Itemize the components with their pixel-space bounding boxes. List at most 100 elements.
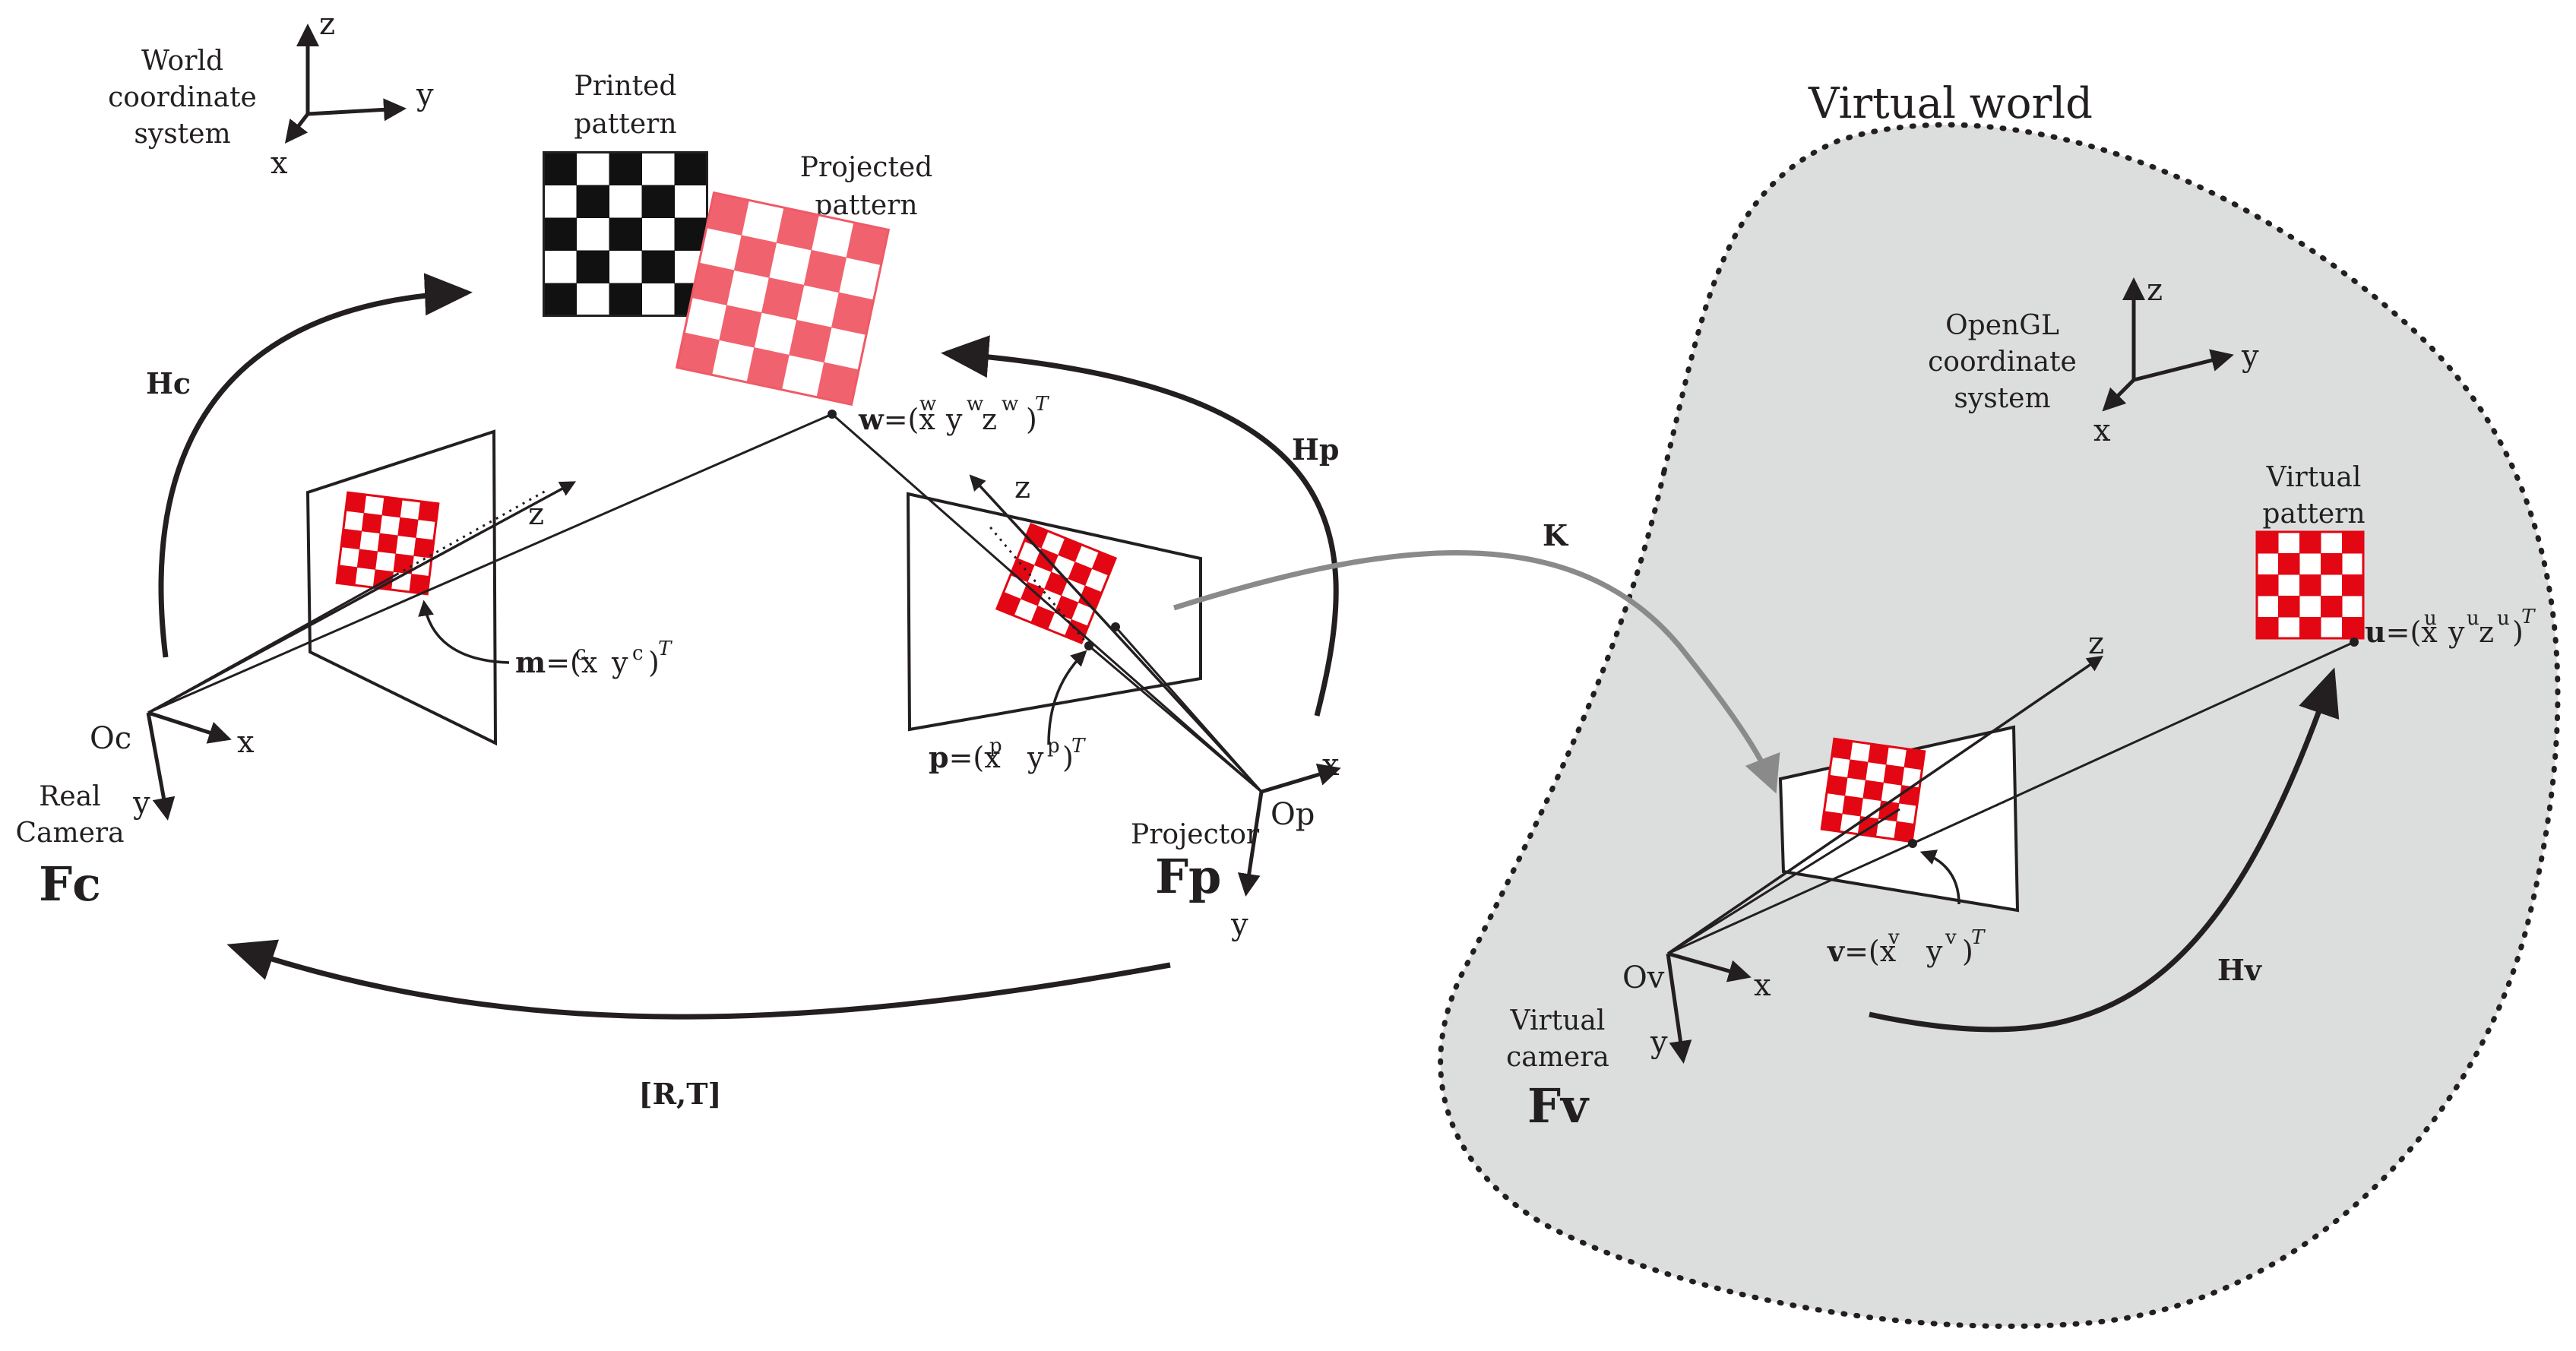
checker-square bbox=[1044, 571, 1069, 596]
checker-square bbox=[2342, 574, 2364, 596]
checker-square bbox=[1883, 764, 1905, 786]
svg-text:T: T bbox=[1971, 926, 1986, 949]
virtual-pattern-label-2: pattern bbox=[2262, 498, 2365, 530]
v-point bbox=[1908, 839, 1917, 848]
svg-text:y: y bbox=[1027, 741, 1044, 774]
checker-square bbox=[706, 192, 749, 236]
printed-pattern-label-1: Printed bbox=[574, 71, 677, 102]
projector-frame: z x y Op Projector Fp bbox=[969, 470, 1341, 942]
cam-ray-2 bbox=[147, 573, 397, 714]
proj-y-label: y bbox=[1230, 907, 1248, 942]
svg-text:c: c bbox=[632, 642, 644, 665]
svg-text:y: y bbox=[2448, 615, 2465, 649]
checker-square bbox=[846, 222, 889, 266]
projected-pattern-checkerboard bbox=[675, 191, 891, 407]
svg-text:u: u bbox=[2497, 607, 2510, 630]
opengl-y-axis bbox=[2133, 349, 2234, 382]
checker-square bbox=[543, 283, 577, 316]
opengl-cs-label-1: OpenGL bbox=[1945, 310, 2059, 341]
checker-square bbox=[761, 277, 805, 321]
checker-square bbox=[1020, 581, 1045, 606]
p-pointer-arrow bbox=[1047, 650, 1087, 745]
checker-square bbox=[691, 262, 735, 305]
checker-square bbox=[340, 528, 362, 550]
hp-arrow bbox=[941, 335, 1339, 717]
world-coordinate-system: World coordinate system z y x bbox=[108, 7, 434, 181]
checker-square bbox=[2278, 553, 2300, 575]
virt-ray-to-v bbox=[1667, 842, 1913, 955]
svg-text:v: v bbox=[1888, 926, 1900, 949]
cam-y-axis bbox=[146, 712, 176, 821]
svg-text:p: p bbox=[1047, 735, 1060, 758]
proj-z-label: z bbox=[1014, 470, 1030, 505]
svg-text:u: u bbox=[2467, 607, 2479, 630]
checker-square bbox=[609, 217, 642, 251]
checker-square bbox=[1826, 774, 1848, 796]
checker-square bbox=[2299, 617, 2321, 639]
svg-text:w=(x: w=(x bbox=[858, 402, 935, 436]
checker-square bbox=[2342, 617, 2364, 639]
proj-ray-2 bbox=[1088, 644, 1262, 793]
v-pointer-arrow bbox=[1919, 850, 1960, 905]
checker-square bbox=[1847, 759, 1869, 781]
checker-square bbox=[543, 217, 577, 251]
v-point-label: v=(x v y v ) T bbox=[1827, 926, 1986, 968]
hp-label: Hp bbox=[1292, 432, 1339, 467]
checker-square bbox=[2257, 574, 2279, 596]
world-x-label: x bbox=[271, 146, 288, 181]
m-point-label: m=(x c y c ) T bbox=[515, 638, 672, 679]
virt-ray-2 bbox=[1667, 808, 1900, 955]
virtual-pattern-checkerboard bbox=[2255, 530, 2365, 640]
opengl-coordinate-system: OpenGL coordinate system z y x bbox=[1928, 273, 2259, 448]
checker-square bbox=[816, 362, 859, 405]
checker-square bbox=[2321, 553, 2343, 575]
virt-ray-dotted bbox=[1912, 793, 2022, 845]
projector-frame-label: Fp bbox=[1155, 849, 1221, 904]
projected-pattern-label-1: Projected bbox=[800, 152, 933, 183]
svg-text:T: T bbox=[1071, 735, 1086, 758]
checker-square bbox=[609, 152, 642, 185]
checker-square bbox=[2342, 532, 2364, 554]
svg-text:w: w bbox=[967, 393, 983, 416]
checker-square bbox=[733, 235, 777, 278]
hv-arrow bbox=[1869, 667, 2340, 1033]
checker-border bbox=[335, 491, 440, 596]
checker-square bbox=[1068, 562, 1093, 587]
checker-square bbox=[361, 512, 382, 534]
k-label: K bbox=[1543, 518, 1569, 552]
checker-border bbox=[2255, 530, 2365, 640]
checker-square bbox=[2299, 574, 2321, 596]
proj-point-a bbox=[1084, 641, 1093, 650]
virt-ray-z bbox=[1667, 656, 2103, 955]
virtual-camera-label-1: Virtual bbox=[1510, 1005, 1606, 1036]
checker-square bbox=[345, 492, 367, 514]
virt-y-label: y bbox=[1650, 1025, 1668, 1060]
checker-square bbox=[381, 496, 403, 518]
svg-text:): ) bbox=[648, 646, 660, 679]
opengl-y-label: y bbox=[2241, 339, 2259, 374]
svg-text:m=(x: m=(x bbox=[515, 645, 597, 679]
virt-z-label: z bbox=[2088, 626, 2104, 661]
svg-text:): ) bbox=[1062, 741, 1074, 774]
svg-text:z: z bbox=[2479, 615, 2494, 649]
checker-square bbox=[674, 152, 707, 185]
world-cs-label-1: World bbox=[141, 46, 223, 77]
checker-square bbox=[803, 249, 847, 293]
checker-square bbox=[377, 533, 398, 554]
projector-image-checkerboard bbox=[995, 522, 1118, 645]
hc-arrow bbox=[158, 273, 473, 658]
hc-label: Hc bbox=[146, 366, 191, 400]
checker-square bbox=[2257, 532, 2279, 554]
w-point-label: w=(x w y w z w ) T bbox=[858, 393, 1049, 436]
svg-text:): ) bbox=[1962, 935, 1973, 968]
checker-square bbox=[1894, 821, 1915, 843]
checker-square bbox=[1842, 795, 1863, 817]
svg-text:): ) bbox=[2512, 615, 2524, 649]
checker-border bbox=[675, 191, 891, 407]
rt-label: [R,T] bbox=[638, 1077, 721, 1111]
world-x-axis bbox=[284, 112, 309, 144]
hv-label: Hv bbox=[2217, 953, 2263, 987]
proj-x-label: x bbox=[1322, 748, 1340, 783]
world-cs-label-2: coordinate bbox=[108, 82, 257, 113]
